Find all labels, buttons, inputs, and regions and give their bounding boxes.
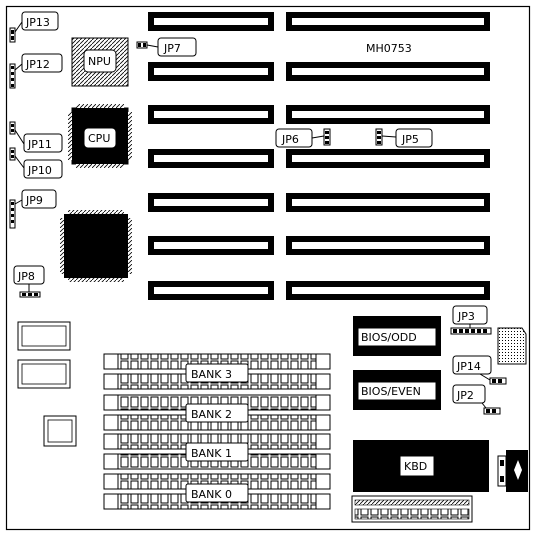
jumper-jp9: JP9 [9, 189, 57, 229]
board-model-label: MH0753 [366, 42, 412, 55]
jumper-jp12: JP12 [9, 53, 63, 89]
jumper-jp7: JP7 [136, 37, 197, 57]
jp6-label: JP6 [281, 133, 299, 146]
bank3-label: BANK 3 [191, 368, 232, 381]
npu-socket: NPU [71, 37, 129, 87]
expansion-slots-left [148, 12, 274, 300]
chipset-chip [60, 210, 132, 282]
kbd-label: KBD [404, 460, 427, 473]
dotted-component [497, 327, 527, 365]
bios-even-label: BIOS/EVEN [361, 385, 421, 398]
bank1-label: BANK 1 [191, 447, 232, 460]
jumper-jp6: JP6 [275, 128, 331, 148]
expansion-slot-opening [154, 18, 268, 25]
jumper-jp2: JP2 [452, 384, 501, 415]
bios-even-chip: BIOS/EVEN [353, 370, 441, 410]
expansion-slot-opening [292, 242, 484, 249]
keyboard-connector [497, 450, 528, 492]
jp10-label: JP10 [27, 164, 52, 177]
simm-bank-1: BANK 1 [103, 433, 331, 470]
expansion-slot-opening [292, 68, 484, 75]
jumper-jp3: JP3 [450, 305, 492, 335]
bios-odd-chip: BIOS/ODD [353, 316, 441, 356]
jp2-label: JP2 [456, 389, 474, 402]
jumper-jp11: JP11 [9, 121, 63, 153]
bank0-label: BANK 0 [191, 488, 232, 501]
chip-inner [21, 363, 67, 385]
expansion-slot-opening [292, 155, 484, 162]
jp3-label: JP3 [457, 310, 475, 323]
jp9-label: JP9 [25, 194, 43, 207]
simm-bank-2: BANK 2 [103, 394, 331, 431]
bios-odd-label: BIOS/ODD [361, 331, 417, 344]
jumper-jp5: JP5 [375, 128, 433, 148]
expansion-slot-opening [292, 18, 484, 25]
expansion-slot-opening [292, 287, 484, 294]
expansion-slot-opening [154, 199, 268, 206]
kbd-chip: KBD [353, 440, 489, 492]
jp14-label: JP14 [456, 360, 481, 373]
expansion-slot-opening [154, 287, 268, 294]
bank2-label: BANK 2 [191, 408, 232, 421]
simm-bank-0: BANK 0 [103, 473, 331, 510]
expansion-slots-right [286, 12, 490, 300]
expansion-slot-opening [292, 199, 484, 206]
chip-inner [47, 419, 73, 443]
simm-bank-3: BANK 3 [103, 353, 331, 390]
expansion-slot-opening [154, 111, 268, 118]
jp8-label: JP8 [17, 270, 35, 283]
expansion-slot-opening [154, 68, 268, 75]
cpu-label: CPU [88, 132, 110, 145]
expansion-slot-opening [292, 111, 484, 118]
jumper-jp8: JP8 [13, 265, 45, 298]
jp13-label: JP13 [25, 16, 50, 29]
jumper-jp13: JP13 [9, 11, 59, 43]
jp12-label: JP12 [25, 58, 50, 71]
jumper-jp14: JP14 [452, 355, 507, 385]
expansion-slot-opening [154, 242, 268, 249]
npu-label: NPU [88, 55, 111, 68]
power-connector [351, 495, 473, 523]
cpu-chip: CPU [68, 104, 132, 168]
jp5-label: JP5 [401, 133, 419, 146]
jp7-label: JP7 [163, 42, 181, 55]
jp11-label: JP11 [27, 138, 52, 151]
jumper-jp10: JP10 [9, 147, 63, 179]
chip-inner [21, 325, 67, 347]
expansion-slot-opening [154, 155, 268, 162]
